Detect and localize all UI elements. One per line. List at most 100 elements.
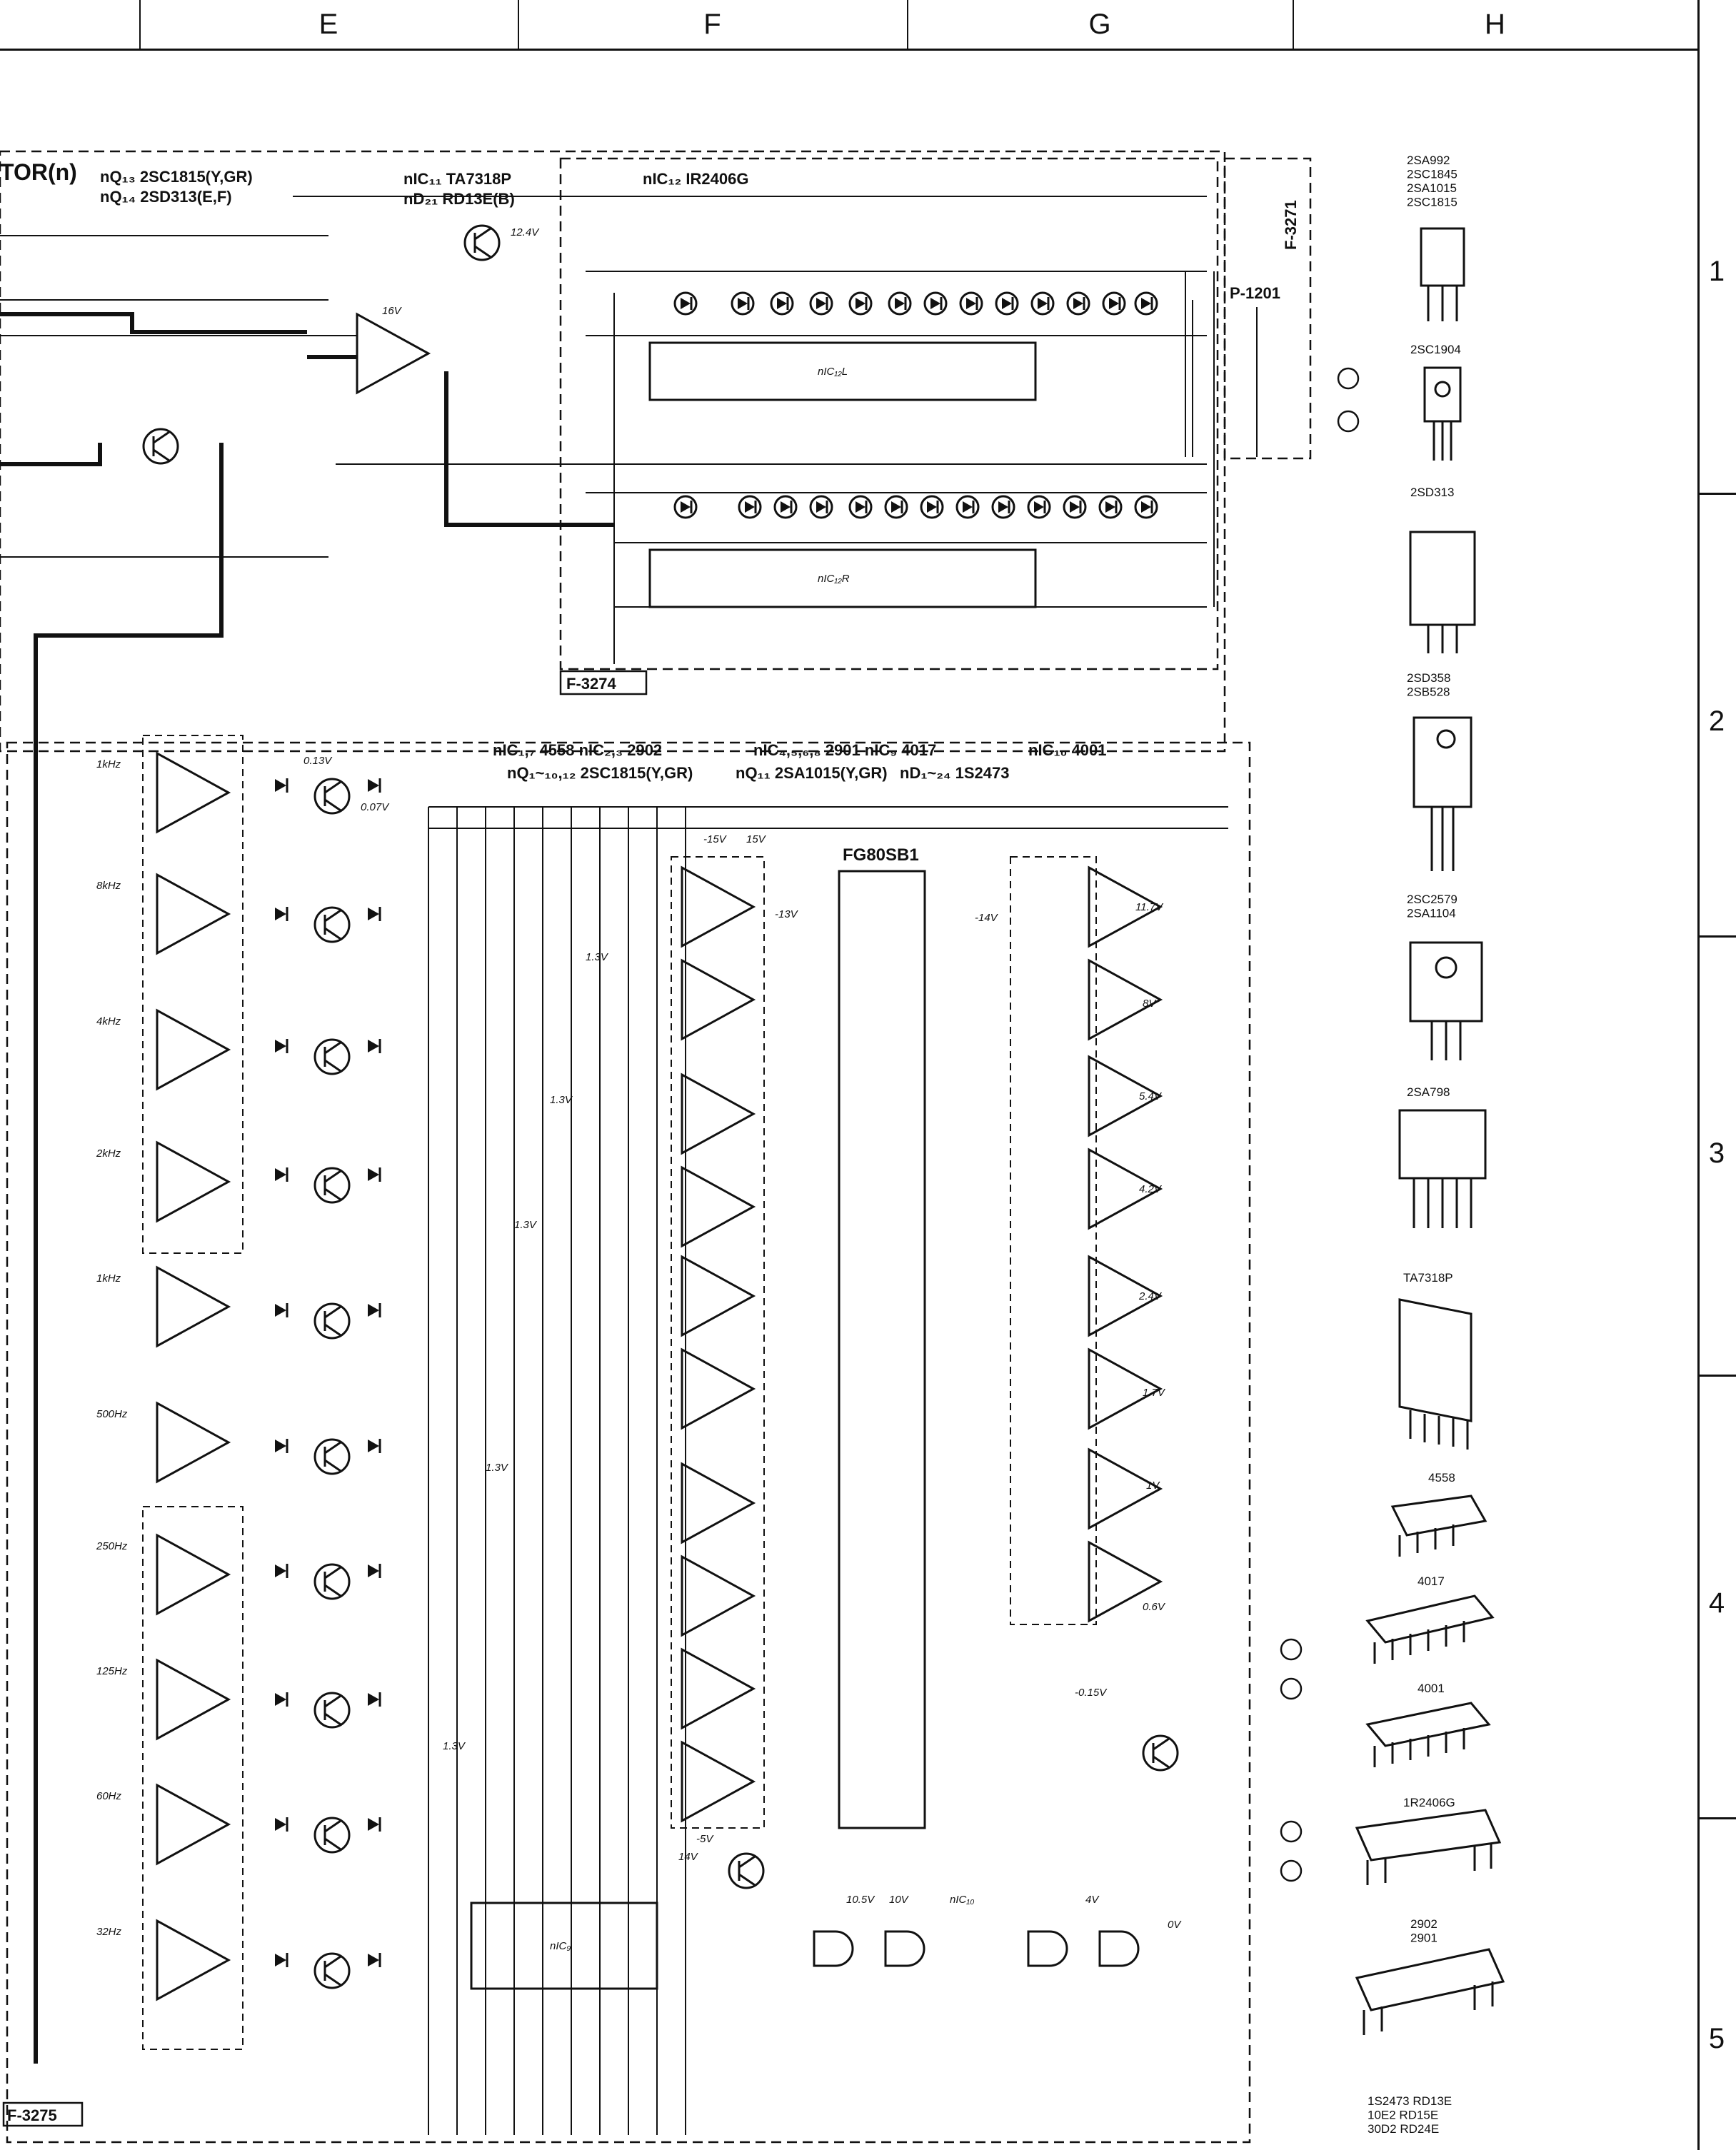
comparator-bank-right-frame [1010,856,1097,1625]
package-4558-icon [1390,1495,1487,1557]
row-divider [1697,493,1736,495]
label-indicator: TOR(n) [0,159,77,185]
package-to92-icon [1420,227,1465,321]
band-label: 32Hz [96,1926,122,1938]
voltage-label: 16V [382,305,403,317]
label-ic-line1b: nIC₄,₅,₆,₈ 2901 nIC₉ 4017 [753,741,936,759]
ic9-box [470,1902,658,1990]
voltage-label: -13V [775,908,799,920]
package-2sc1904-icon [1423,366,1462,461]
package-2sd358-icon [1413,716,1472,871]
right-frame [1697,0,1700,2150]
top-board-frame [0,150,1312,753]
voltage-label: 1.7V [1143,1387,1166,1399]
voltage-label: 1.3V [514,1219,538,1231]
detector-diodes [274,777,381,1969]
q13-transistor [142,428,179,465]
band-label: 8kHz [96,880,121,892]
package-part-name: 4017 [1418,1574,1445,1588]
package-part-name: 2SD313 [1410,486,1454,499]
q14-transistor [463,224,501,261]
ic12-boxes [648,341,1037,608]
label-ic-line1c: nIC₁₀ 4001 [1028,741,1107,759]
signal-buses [0,196,1258,664]
led-array-lower [673,495,1158,519]
fg80sb1-block [838,870,926,1829]
voltage-label: -5V [696,1833,714,1845]
led-array-upper [673,291,1158,316]
q11-transistor [728,1852,765,1889]
label-q14: nQ₁₄ 2SD313(E,F) [100,188,232,206]
voltage-label: 14V [678,1851,699,1863]
package-part-name: 4001 [1418,1682,1445,1695]
ic10-gates [813,1930,1140,1967]
label-ic11: nIC₁₁ TA7318P [403,170,511,188]
voltage-label: 4V [1085,1894,1100,1906]
label-ic-line2b: nQ₁₁ 2SA1015(Y,GR) [736,764,888,782]
band-label: 2kHz [96,1147,121,1160]
band-label: 4kHz [96,1015,121,1028]
label-ic-line1: nIC₁,₇ 4558 nIC₂,₃ 2902 [493,741,662,759]
column-bus [428,806,1228,2135]
label-ic9: nIC₉ [550,1940,571,1952]
label-ic-line2: nQ₁~₁₀,₁₂ 2SC1815(Y,GR) [507,764,693,782]
row-number-2: 2 [1708,705,1725,737]
column-header-blank [0,0,141,51]
filter-opamps [156,752,230,2001]
filter-band-dashed-groups [142,735,244,2050]
package-part-name: 2SC1904 [1410,343,1461,356]
package-part-name: 2SA798 [1407,1085,1450,1099]
board-p1201: P-1201 [1230,284,1280,302]
comparator-bank-right [1088,866,1162,1622]
column-header-e: E [139,0,519,51]
package-part-name: 1R2406G [1403,1796,1455,1809]
f3274-box [559,670,648,695]
voltage-label: -14V [975,912,999,924]
label-ic12l: nIC₁₂L [818,366,848,378]
row-divider [1697,1817,1736,1819]
row-number-3: 3 [1708,1137,1725,1169]
label-fg80sb1: FG80SB1 [843,845,919,865]
band-label: 60Hz [96,1790,122,1802]
package-2sc2579-icon [1409,941,1483,1060]
label-ic12: nIC₁₂ IR2406G [643,170,748,188]
row-divider [1697,1375,1736,1377]
comparator-bank-left-frame [671,856,765,1829]
voltage-label: 5.4V [1139,1090,1163,1102]
voltage-label: -15V [703,833,728,845]
voltage-label: 11.7V [1135,901,1164,913]
band-label: 125Hz [96,1665,128,1677]
band-label: 250Hz [96,1540,128,1552]
band-label: 1kHz [96,1272,121,1285]
row-number-4: 4 [1708,1587,1725,1619]
f3275-box [2,2101,84,2127]
main-signal-path [0,312,614,2064]
q12-transistor [1142,1734,1179,1772]
board-f3275: F-3275 [7,2106,57,2124]
row-divider [1697,935,1736,938]
voltage-label: 0.07V [361,801,390,813]
package-part-name: TA7318P [1403,1271,1453,1285]
band-label: 1kHz [96,758,121,770]
label-ic-line2c: nD₁~₂₄ 1S2473 [900,764,1010,782]
voltage-label: 0V [1168,1919,1182,1931]
voltage-label: 1.3V [550,1094,573,1106]
band-label: 500Hz [96,1408,128,1420]
voltage-label: 4.2V [1139,1183,1163,1195]
detector-transistors [313,778,351,1989]
package-part-name: 4558 [1428,1471,1455,1485]
package-4001-icon [1365,1702,1491,1767]
voltage-label: 2.4V [1138,1290,1163,1302]
voltage-label: 0.13V [303,755,333,767]
package-ta7318p-icon [1398,1298,1472,1450]
schematic-diagram: F-3274 F-3275 F-3271 P-1201 TOR(n) nQ₁₃ … [0,150,1360,2144]
label-d21: nD₂₁ RD13E(B) [403,190,515,208]
package-2902-icon [1355,1948,1505,2035]
voltage-label: 1.3V [443,1740,466,1752]
voltage-label: 15V [746,833,767,845]
